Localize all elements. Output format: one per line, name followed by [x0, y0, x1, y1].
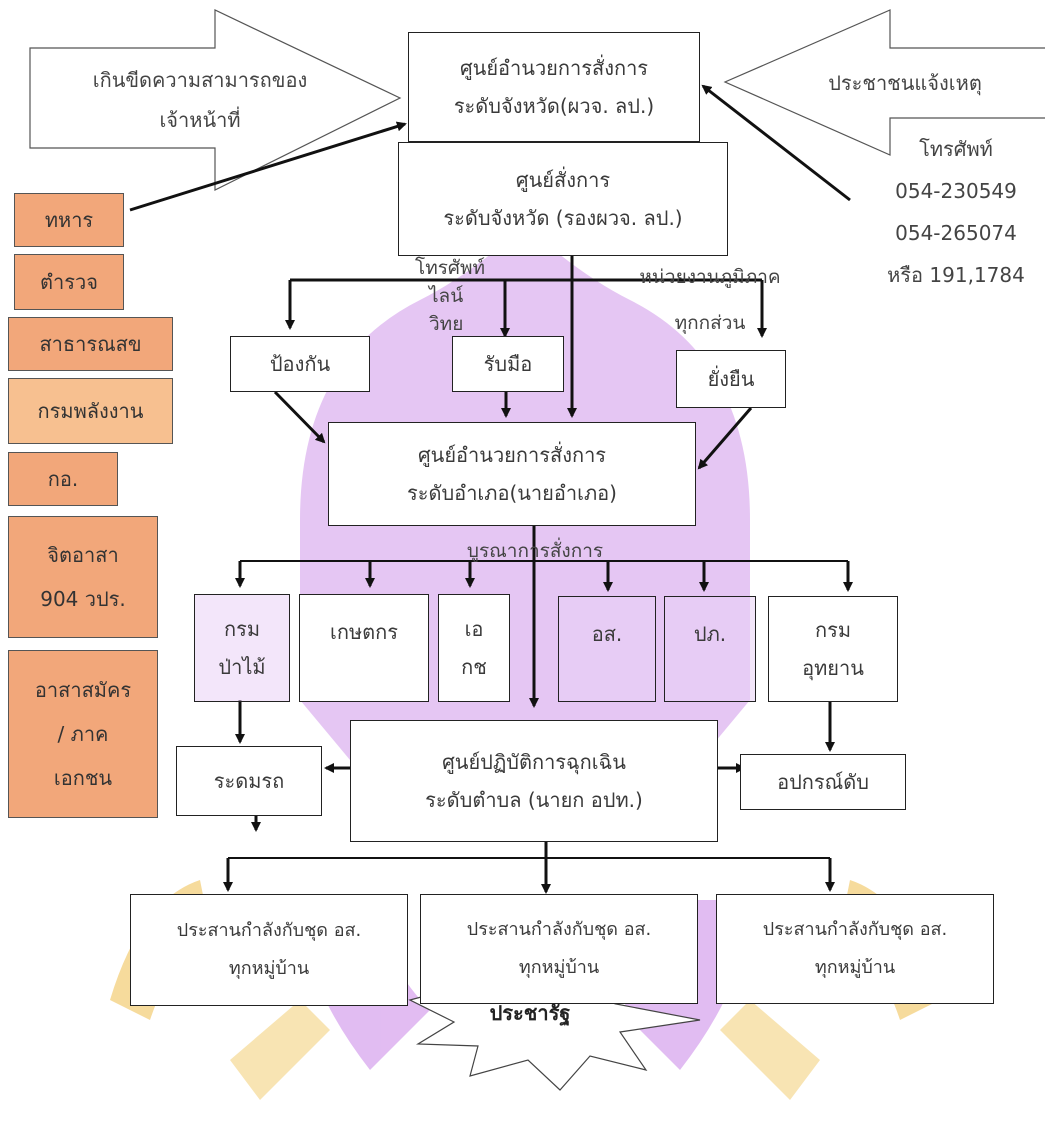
left-big-arrow-shape — [29, 9, 402, 191]
province-command-line-2: ระดับจังหวัด(ผวจ. ลป.) — [453, 94, 655, 118]
subdistrict-line-2: ระดับตำบล (นายก อปท.) — [425, 788, 643, 812]
firefighting-equipment: อปกรณ์ดับ — [740, 754, 906, 810]
watermark-gold-bottom-right — [720, 1000, 820, 1100]
right-big-arrow-label: ประชาชนแจ้งเหตุ — [828, 71, 982, 95]
phone-numbers: โทรศัพท์ 054-230549 054-265074 หรือ 191,… — [866, 128, 1046, 296]
phone-number-3: หรือ 191,1784 — [887, 263, 1025, 287]
district-command-center: ศูนย์อำนวยการสั่งการ ระดับอำเภอ(นายอำเภอ… — [328, 422, 696, 526]
agency-volunteer-defense-line-1: อส. — [591, 622, 623, 646]
province-order-center: ศูนย์สั่งการ ระดับจังหวัด (รองผวจ. ลป.) — [398, 142, 728, 256]
district-line-1: ศูนย์อำนวยการสั่งการ — [417, 443, 607, 467]
side-box-energy-dept: กรมพลังงาน — [8, 378, 173, 444]
agency-private-line-1: เอ — [464, 617, 484, 641]
public-label: ประชารัฐ — [489, 1001, 571, 1025]
agency-disaster-prevention: ปภ. — [664, 596, 756, 702]
side-box-public-health: สาธารณสข — [8, 317, 173, 371]
left-arrow-line-1: เกินขีดความสามารถของ — [92, 68, 308, 92]
phase-prevention: ป้องกัน — [230, 336, 370, 392]
mobilize-vehicles: ระดมรถ — [176, 746, 322, 816]
agency-private: เอ กช — [438, 594, 510, 702]
side-box-isoc: กอ. — [8, 452, 118, 506]
side-box-volunteer-private: อาสาสมัคร / ภาคเอกชน — [8, 650, 158, 818]
left-big-arrow-label: เกินขีดความสามารถของ เจ้าหน้าที่ — [50, 60, 350, 140]
agency-farmers-line-1: เกษตกร — [330, 620, 398, 644]
agency-private-line-2: กช — [461, 655, 487, 679]
agency-forestry-line-1: กรม — [223, 617, 261, 641]
province-command-center: ศูนย์อำนวยการสั่งการ ระดับจังหวัด(ผวจ. ล… — [408, 32, 700, 142]
subdistrict-emergency-center: ศูนย์ปฏิบัติการฉุกเฉิน ระดับตำบล (นายก อ… — [350, 720, 718, 842]
village-coordination-left: ประสานกำลังกับชุด อส. ทุกหมู่บ้าน — [130, 894, 408, 1006]
village-left-line-2: ทุกหมู่บ้าน — [228, 958, 310, 979]
right-big-arrow-shape — [723, 9, 1045, 156]
village-coordination-center: ประสานกำลังกับชุด อส. ทุกหมู่บ้าน — [420, 894, 698, 1004]
agency-forestry: กรม ป่าไม้ — [194, 594, 290, 702]
regional-agencies-label: หน่วยงานภูมิภาค ทุกกส่วน — [625, 254, 795, 346]
village-left-line-1: ประสานกำลังกับชุด อส. — [176, 920, 362, 941]
phone-number-2: 054-265074 — [895, 221, 1017, 245]
district-line-2: ระดับอำเภอ(นายอำเภอ) — [407, 481, 617, 505]
village-right-line-2: ทุกหมู่บ้าน — [814, 957, 896, 978]
integration-label: บูรณาการสั่งการ — [466, 540, 604, 562]
village-center-line-1: ประสานกำลังกับชุด อส. — [466, 919, 652, 940]
agency-national-park: กรม อุทยาน — [768, 596, 898, 702]
village-coordination-right: ประสานกำลังกับชุด อส. ทุกหมู่บ้าน — [716, 894, 994, 1004]
village-center-line-2: ทุกหมู่บ้าน — [518, 957, 600, 978]
phone-title: โทรศัพท์ — [919, 137, 993, 161]
label-phone: โทรศัพท์ — [415, 257, 486, 279]
village-right-line-1: ประสานกำลังกับชุด อส. — [762, 919, 948, 940]
phase-sustainable: ยั่งยืน — [676, 350, 786, 408]
province-order-line-1: ศูนย์สั่งการ — [515, 168, 611, 192]
side-box-volunteer-904: จิตอาสา 904 วปร. — [8, 516, 158, 638]
province-command-line-1: ศูนย์อำนวยการสั่งการ — [459, 56, 649, 80]
regional-line-1: หน่วยงานภูมิภาค — [639, 266, 781, 288]
left-arrow-line-2: เจ้าหน้าที่ — [159, 108, 241, 132]
phase-response: รับมือ — [452, 336, 564, 392]
agency-forestry-line-2: ป่าไม้ — [218, 655, 266, 679]
subdistrict-line-1: ศูนย์ปฏิบัติการฉุกเฉิน — [442, 750, 626, 774]
label-radio: วิทย — [429, 313, 464, 335]
agency-farmers: เกษตกร — [299, 594, 429, 702]
side-box-military: ทหาร — [14, 193, 124, 247]
watermark-gold-bottom-left — [230, 1000, 330, 1100]
agency-national-park-line-1: กรม — [814, 618, 852, 642]
side-box-police: ตำรวจ — [14, 254, 124, 310]
agency-disaster-prevention-line-1: ปภ. — [693, 622, 727, 646]
phone-line-radio-label: โทรศัพท์ ไลน์ วิทย — [415, 254, 525, 338]
label-line: ไลน์ — [429, 285, 464, 307]
regional-line-2: ทุกกส่วน — [674, 312, 746, 334]
province-order-line-2: ระดับจังหวัด (รองผวจ. ลป.) — [443, 206, 683, 230]
agency-volunteer-defense: อส. — [558, 596, 656, 702]
phone-number-1: 054-230549 — [895, 179, 1017, 203]
agency-national-park-line-2: อุทยาน — [802, 656, 864, 680]
